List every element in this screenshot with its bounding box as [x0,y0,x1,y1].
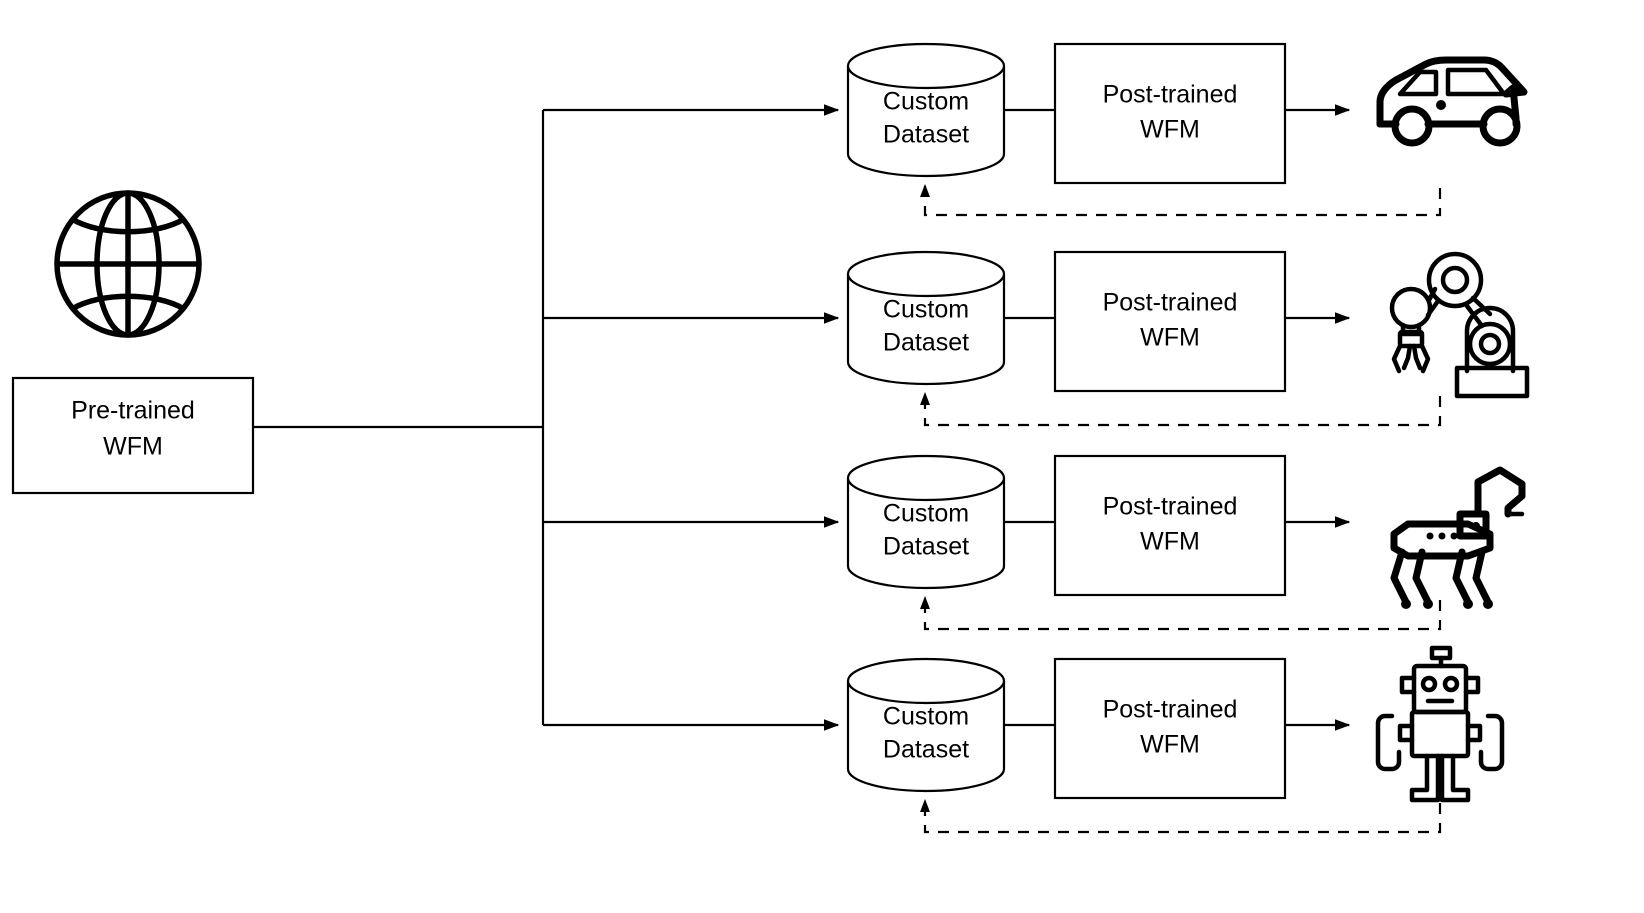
post-trained-wfm-node-4[interactable]: Post-trained WFM [1053,657,1287,800]
custom-dataset-label-2-line2: Dataset [883,329,969,357]
custom-dataset-label-2-line1: Custom [883,296,969,324]
car-icon [1376,56,1528,147]
branch-row-3: Custom Dataset Post-trained WFM [846,454,1526,631]
custom-dataset-label-4-line1: Custom [883,703,969,731]
robot-dog-icon [1390,466,1526,609]
custom-dataset-label-1-line1: Custom [883,88,969,116]
feedback-loop-3 [919,595,1442,631]
post-trained-wfm-label-3-line2: WFM [1140,528,1200,556]
post-trained-wfm-label-4-line2: WFM [1140,731,1200,759]
custom-dataset-label-3-line2: Dataset [883,533,969,561]
post-trained-wfm-node-2[interactable]: Post-trained WFM [1053,250,1287,393]
post-trained-wfm-label-2-line1: Post-trained [1103,289,1238,317]
custom-dataset-cylinder-1[interactable]: Custom Dataset [846,42,1006,178]
branch-row-1: Custom Dataset Post-trained WFM [846,42,1528,217]
post-trained-wfm-node-1[interactable]: Post-trained WFM [1053,42,1287,185]
fanout-connector [253,104,840,731]
custom-dataset-cylinder-4[interactable]: Custom Dataset [846,657,1006,793]
feedback-loop-1 [919,183,1442,217]
custom-dataset-label-3-line1: Custom [883,500,969,528]
branch-row-4: Custom Dataset Post-trained WFM [846,645,1505,834]
custom-dataset-cylinder-3[interactable]: Custom Dataset [846,454,1006,590]
pre-trained-wfm-label-line2: WFM [103,433,163,461]
post-trained-wfm-node-3[interactable]: Post-trained WFM [1053,454,1287,597]
robot-arm-icon [1389,251,1530,399]
post-trained-wfm-label-1-line1: Post-trained [1103,81,1238,109]
feedback-loop-2 [919,391,1442,427]
post-trained-wfm-label-2-line2: WFM [1140,324,1200,352]
humanoid-robot-icon [1375,645,1505,803]
globe-icon [54,190,202,338]
pre-trained-wfm-label-line1: Pre-trained [71,397,195,425]
custom-dataset-label-4-line2: Dataset [883,736,969,764]
post-trained-wfm-label-4-line1: Post-trained [1103,696,1238,724]
feedback-loop-4 [919,798,1442,834]
pre-trained-wfm-node[interactable]: Pre-trained WFM [11,376,255,495]
post-trained-wfm-label-3-line1: Post-trained [1103,493,1238,521]
post-trained-wfm-label-1-line2: WFM [1140,116,1200,144]
custom-dataset-cylinder-2[interactable]: Custom Dataset [846,250,1006,386]
custom-dataset-label-1-line2: Dataset [883,121,969,149]
branch-row-2: Custom Dataset Post-trained WFM [846,250,1530,427]
